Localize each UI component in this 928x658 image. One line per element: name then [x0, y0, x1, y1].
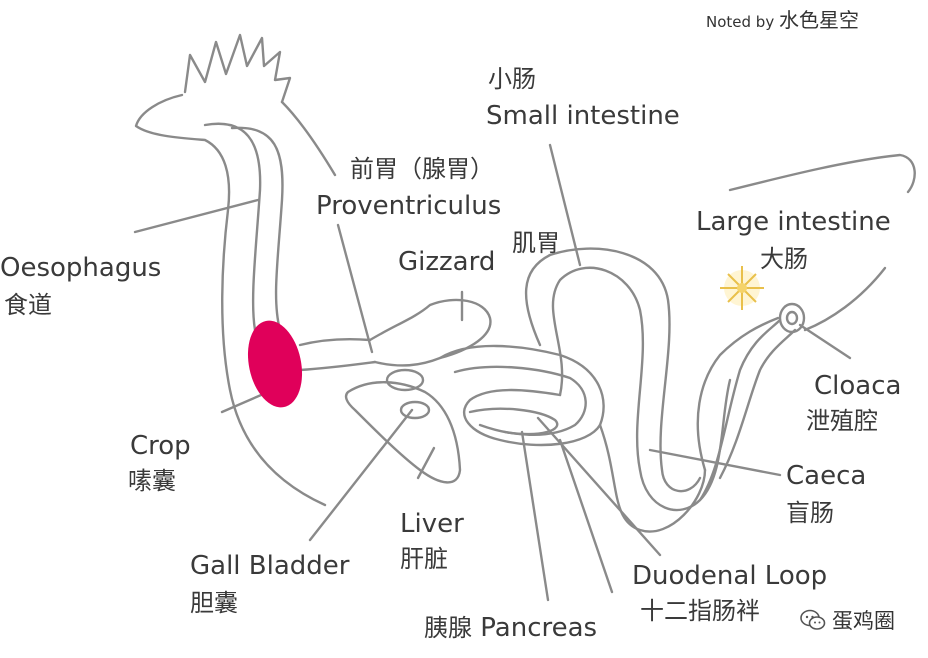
small-intestine-coil-2: [524, 247, 702, 493]
leader-proventriculus: [336, 223, 374, 354]
gall-bladder-shape: [385, 368, 425, 392]
label-large-intestine-en: Large intestine: [696, 207, 891, 237]
label-duodenal-loop-en: Duodenal Loop: [632, 561, 828, 591]
gall-bladder-shape-2: [399, 400, 431, 420]
large-intestine: [728, 153, 916, 194]
duodenal-loop-inner: [453, 365, 587, 437]
label-liver-en: Liver: [400, 509, 464, 539]
label-caeca-cn: 盲肠: [786, 499, 834, 527]
crop-highlight: [247, 320, 303, 408]
watermark: 蛋鸡圈: [800, 605, 895, 635]
leader-small-intestine: [548, 143, 582, 267]
leader-cloaca: [798, 323, 852, 360]
leader-caeca: [648, 448, 782, 477]
label-gall-bladder-cn: 胆囊: [190, 589, 238, 617]
credit-name: 水色星空: [778, 8, 859, 32]
crop-to-proventriculus: [298, 338, 372, 347]
label-proventriculus-cn: 前胃（腺胃）: [350, 155, 494, 183]
wechat-icon: [800, 609, 826, 630]
label-pancreas: 胰腺 Pancreas: [424, 614, 597, 643]
label-gizzard-cn: 肌胃: [512, 229, 560, 257]
author-credit: Noted by 水色星空: [706, 4, 859, 33]
label-crop-en: Crop: [130, 431, 191, 461]
leader-duodenal: [536, 416, 662, 557]
label-gizzard-en: Gizzard: [398, 247, 496, 277]
sparkle-icon: [720, 266, 764, 310]
small-intestine-outer: [598, 423, 707, 533]
oesophagus-tube-2: [230, 126, 284, 332]
credit-prefix: Noted by: [706, 13, 775, 31]
cloaca-shape: [778, 302, 806, 334]
label-pancreas-en: Pancreas: [480, 613, 598, 643]
watermark-text: 蛋鸡圈: [832, 609, 895, 633]
leader-pancreas-2: [558, 438, 614, 594]
cloaca-inner: [785, 310, 799, 326]
tail-line: [803, 266, 887, 332]
label-small-intestine-cn: 小肠: [488, 65, 536, 93]
leader-gall-bladder: [308, 408, 414, 542]
label-small-intestine-en: Small intestine: [486, 101, 680, 131]
neck-back-outline: [280, 100, 337, 177]
leader-pancreas: [520, 430, 550, 602]
crop-to-proventriculus-2: [298, 360, 377, 372]
caeca-right: [718, 328, 797, 480]
leader-crop: [220, 390, 270, 414]
gizzard-outline: [368, 298, 492, 367]
label-caeca-en: Caeca: [786, 461, 867, 491]
label-large-intestine-cn: 大肠: [760, 245, 808, 273]
head-neck-outline: [134, 93, 327, 507]
label-cloaca-cn: 泄殖腔: [806, 407, 878, 435]
leader-oesophagus: [133, 198, 260, 234]
caeca-left: [698, 318, 782, 502]
label-cloaca-en: Cloaca: [814, 371, 902, 401]
small-intestine-coil: [551, 266, 732, 512]
liver-outline: [344, 381, 462, 484]
label-duodenal-loop-cn: 十二指肠袢: [640, 597, 760, 625]
pancreas-loop: [468, 407, 559, 436]
label-oesophagus-cn: 食道: [4, 291, 52, 319]
label-gall-bladder-en: Gall Bladder: [190, 551, 350, 581]
label-pancreas-cn: 胰腺: [424, 614, 472, 642]
label-liver-cn: 肝脏: [400, 545, 448, 573]
label-oesophagus-en: Oesophagus: [0, 253, 162, 283]
caeca-outer: [696, 316, 780, 472]
label-crop-cn: 嗉囊: [128, 467, 176, 495]
leader-liver: [416, 446, 436, 480]
label-proventriculus-en: Proventriculus: [316, 191, 502, 221]
duodenal-loop: [438, 344, 605, 447]
oesophagus-tube: [203, 122, 262, 332]
comb-outline: [183, 33, 292, 104]
